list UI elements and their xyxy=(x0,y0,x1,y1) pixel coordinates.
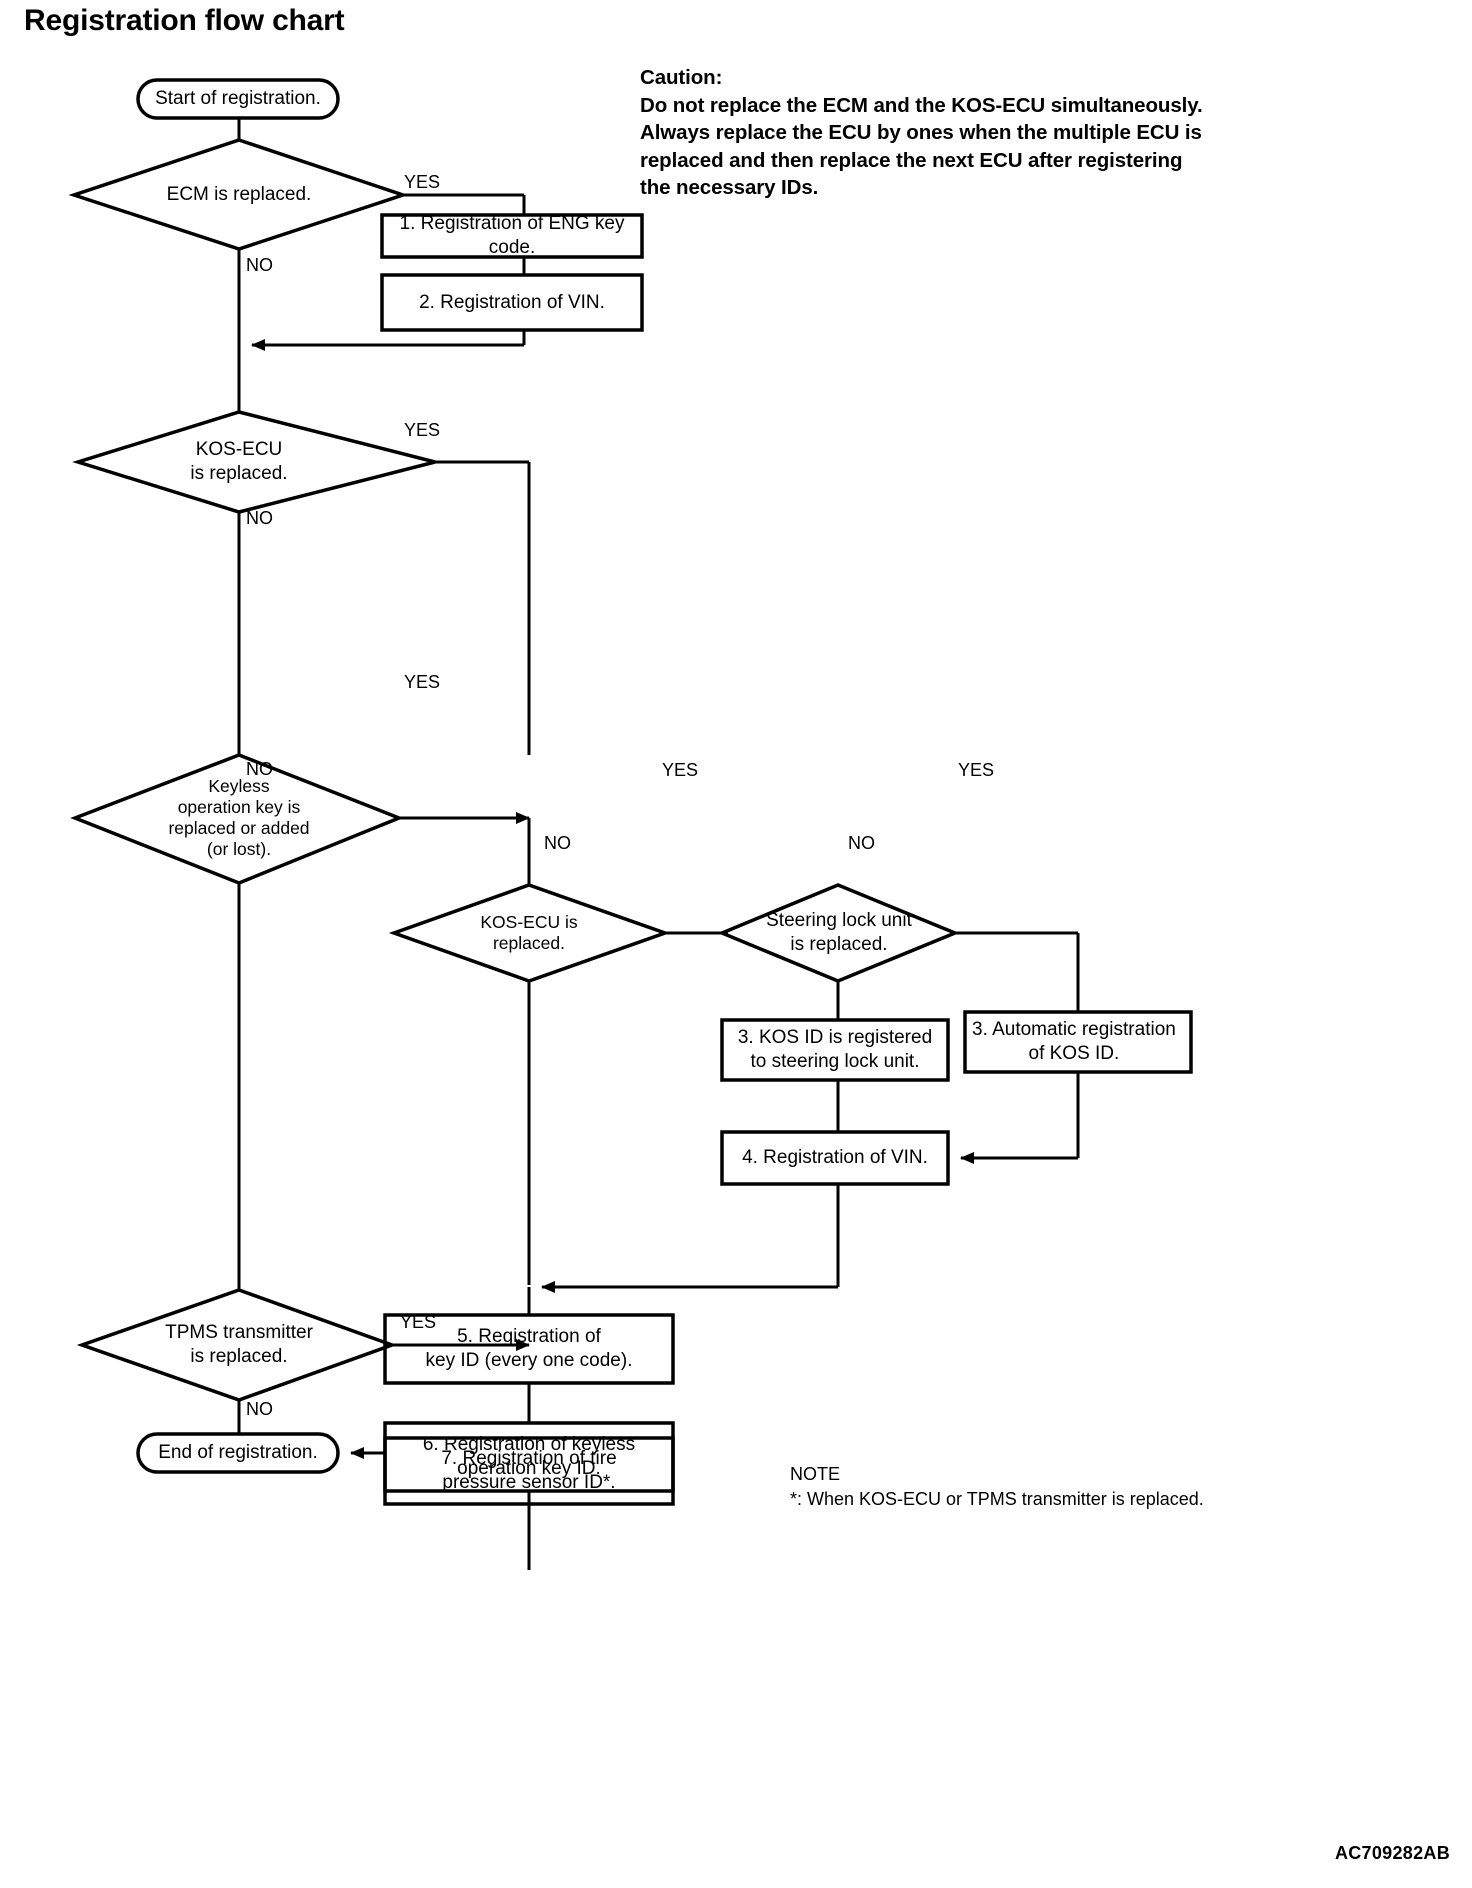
node-start xyxy=(136,78,340,120)
figure-reference-code: AC709282AB xyxy=(1334,1843,1450,1863)
node-end xyxy=(136,1432,340,1474)
node-p6 xyxy=(383,1421,675,1493)
node-p2 xyxy=(380,273,644,332)
edge-label-ecm-no: NO xyxy=(246,255,273,275)
edge-label-kos2-no: NO xyxy=(544,833,571,853)
edge-label-tpms-yes: YES xyxy=(400,1312,437,1332)
edge-label-kos-no: NO xyxy=(246,508,273,528)
edge-label-ecm-yes: YES xyxy=(404,172,441,192)
note-block: NOTE *: When KOS-ECU or TPMS transmitter… xyxy=(790,1464,1204,1509)
node-tpms-decision xyxy=(76,1288,398,1402)
node-keyless-decision xyxy=(70,753,404,885)
node-kos2-decision xyxy=(388,883,671,983)
page-title: Registration flow chart xyxy=(24,4,345,37)
node-p7 xyxy=(383,1436,675,1506)
edge-label-tpms-no: NO xyxy=(246,1399,273,1419)
edge-label-kos2-yes: YES xyxy=(662,760,699,780)
edge-label-steer-no: NO xyxy=(848,833,875,853)
node-steering-decision xyxy=(717,883,960,983)
node-p3a xyxy=(720,1018,950,1082)
edge-label-keyless-no: NO xyxy=(246,759,273,779)
caution-block: Caution: Do not replace the ECM and the … xyxy=(640,66,1203,199)
node-p3b xyxy=(963,1010,1193,1074)
edge-label-kos-yes: YES xyxy=(404,420,441,440)
edge-label-steer-yes: YES xyxy=(958,760,995,780)
node-p4 xyxy=(720,1130,950,1186)
node-kos-decision xyxy=(72,410,436,514)
node-p1 xyxy=(380,213,644,259)
edge-label-keyless-yes: YES xyxy=(404,672,441,692)
node-ecm-decision xyxy=(68,138,409,251)
